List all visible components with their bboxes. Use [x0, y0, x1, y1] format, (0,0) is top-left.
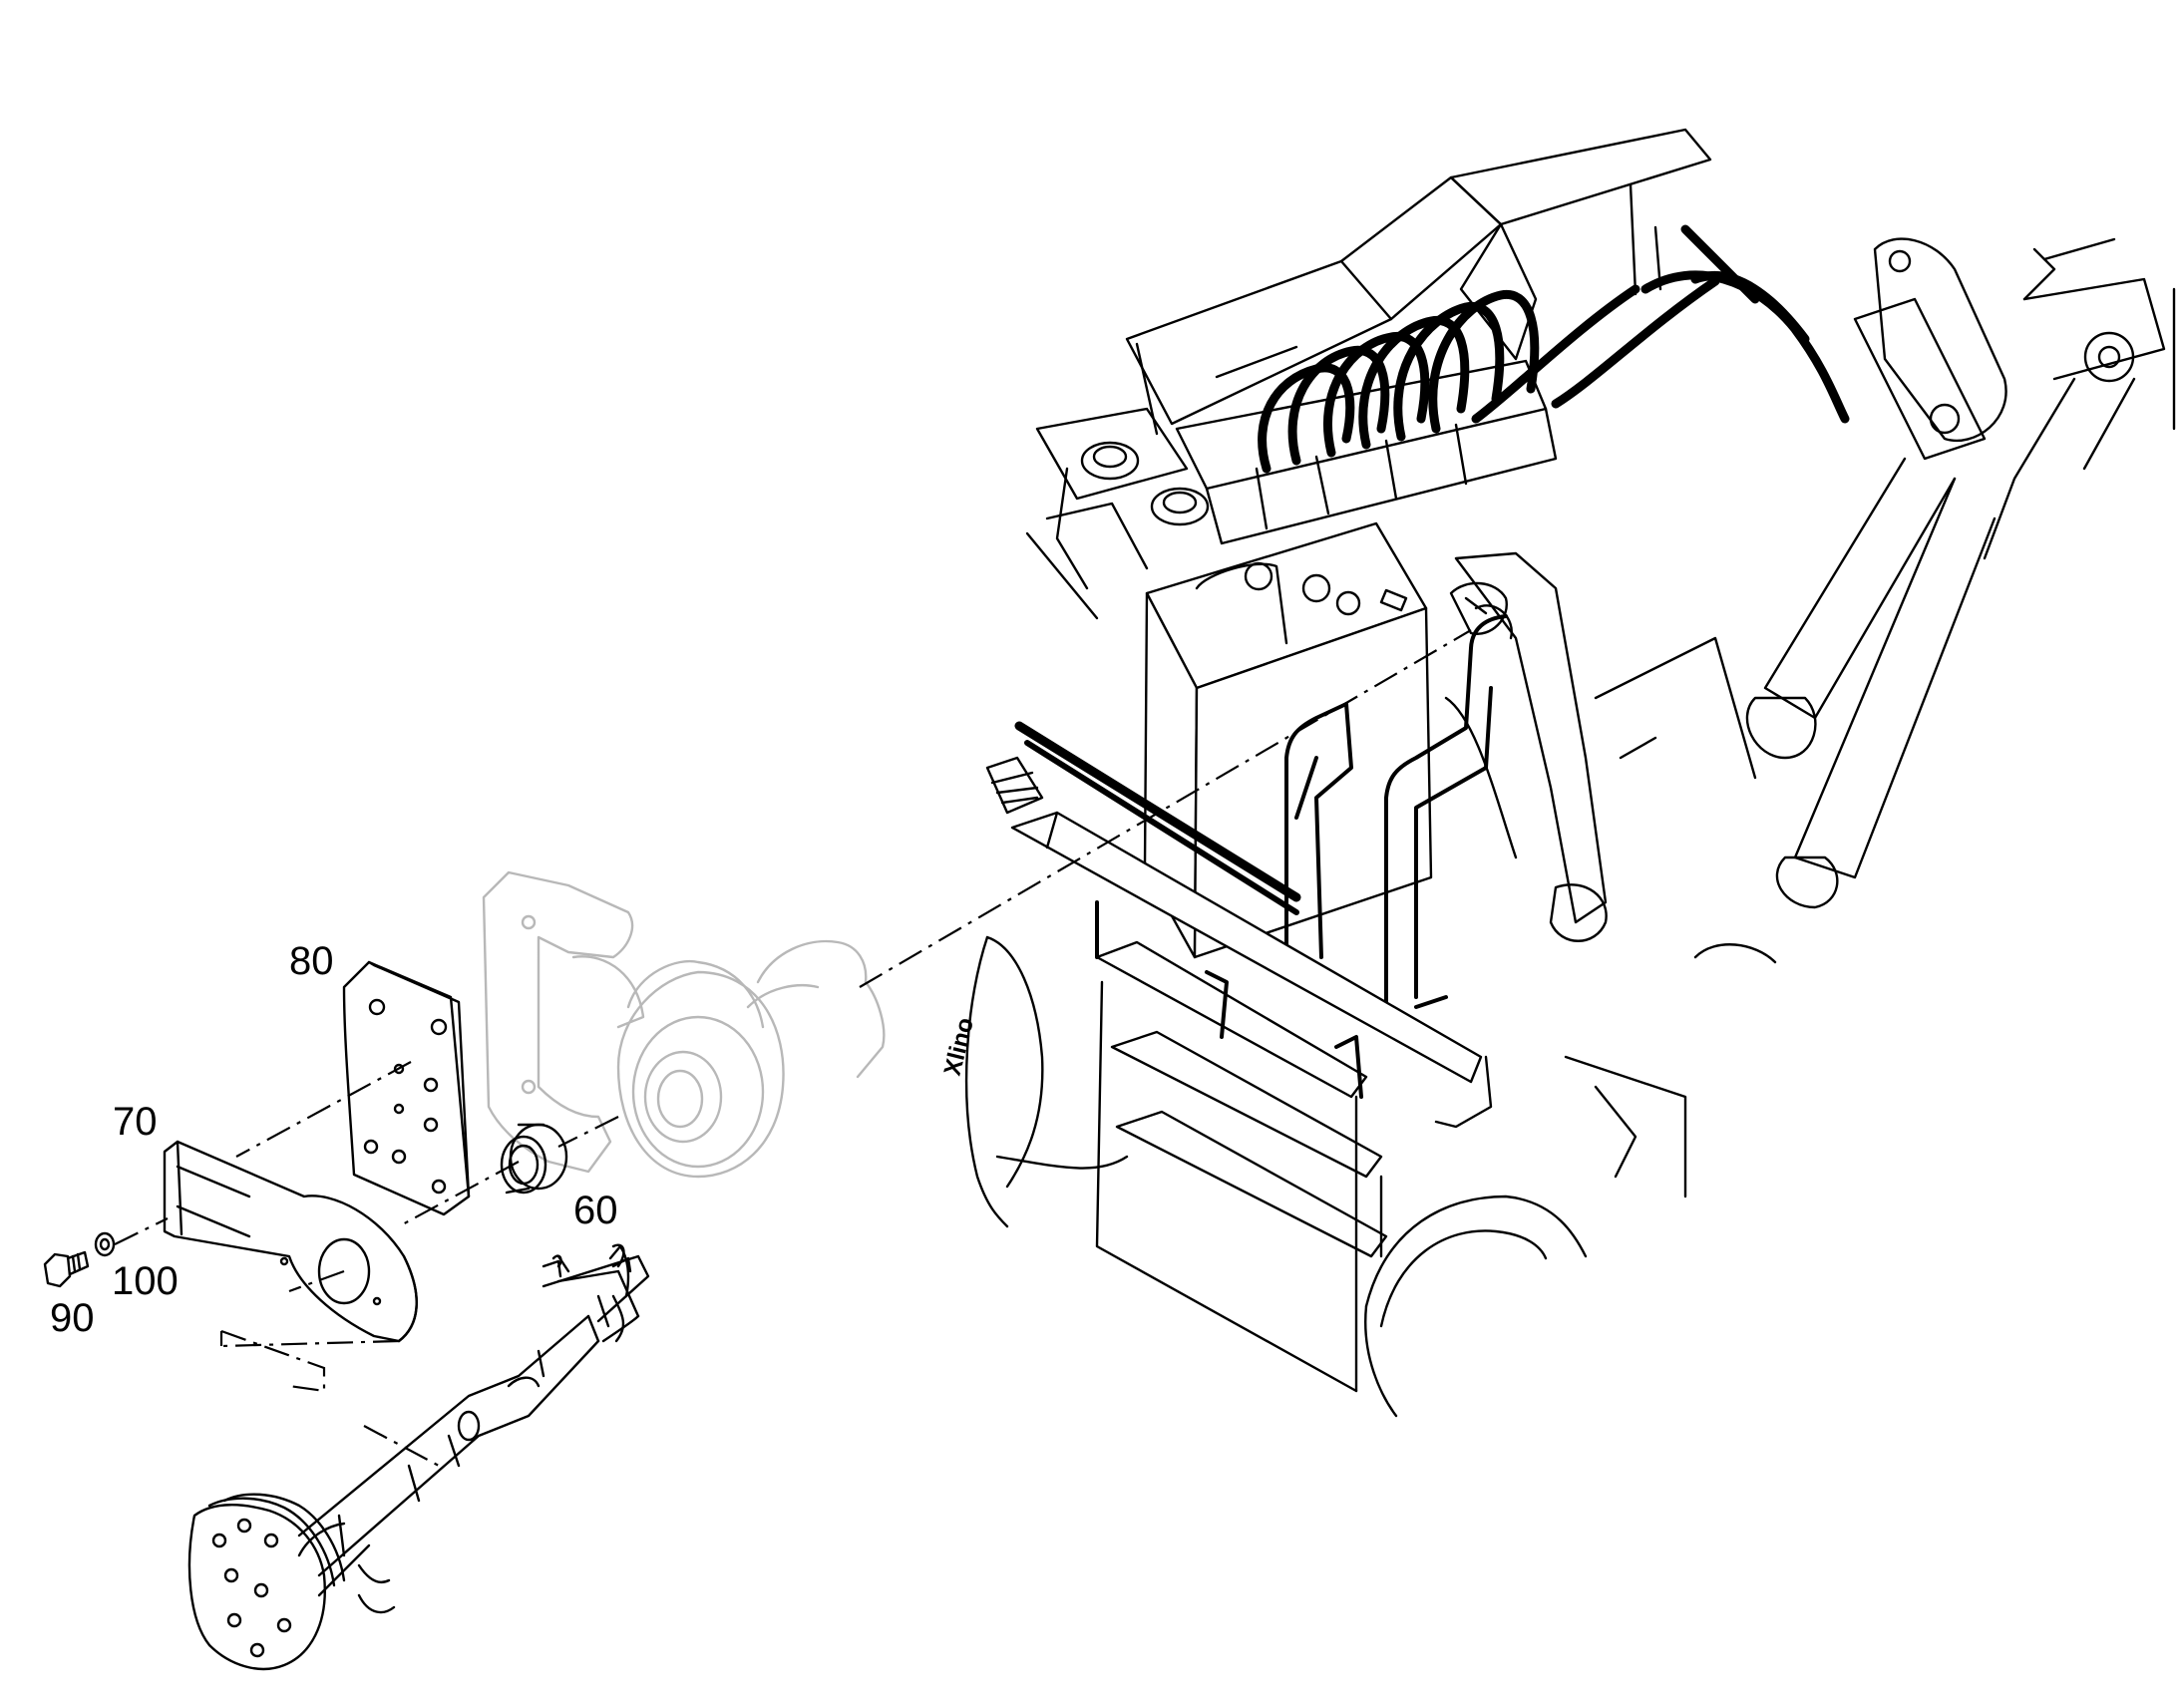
callout-70: 70 [113, 1100, 158, 1144]
boom-arm [1745, 237, 2176, 909]
callout-labels: 80 70 60 100 90 [50, 939, 618, 1340]
hydraulic-hoses [1258, 224, 1850, 474]
top-cover [1125, 128, 1712, 436]
valve-block [1175, 359, 1558, 545]
washer-100 [94, 1231, 116, 1257]
access-steps [1010, 811, 1493, 1393]
filler-caps [1025, 407, 1210, 620]
seal-60 [500, 1123, 568, 1195]
bolt-90 [43, 1250, 90, 1288]
assembly-centerlines [114, 629, 1472, 1467]
bracket-70 [163, 1140, 418, 1343]
callout-60: 60 [573, 1189, 618, 1232]
callout-80: 80 [289, 939, 334, 983]
steering-axle-assembly [187, 1243, 650, 1671]
mount-bracket-ghost [482, 870, 886, 1179]
plate-80 [342, 960, 471, 1216]
side-frame [1444, 551, 1757, 942]
callout-90: 90 [50, 1296, 95, 1340]
callout-100: 100 [112, 1259, 179, 1303]
svg-text:Xlino: Xlino [939, 1015, 979, 1078]
machine-assembly: Xlino [939, 128, 2176, 1418]
pillar-grommet [1449, 581, 1508, 635]
front-wheel [1364, 1055, 1687, 1418]
handrail [1284, 614, 1508, 1009]
chassis-beam [985, 721, 1777, 964]
